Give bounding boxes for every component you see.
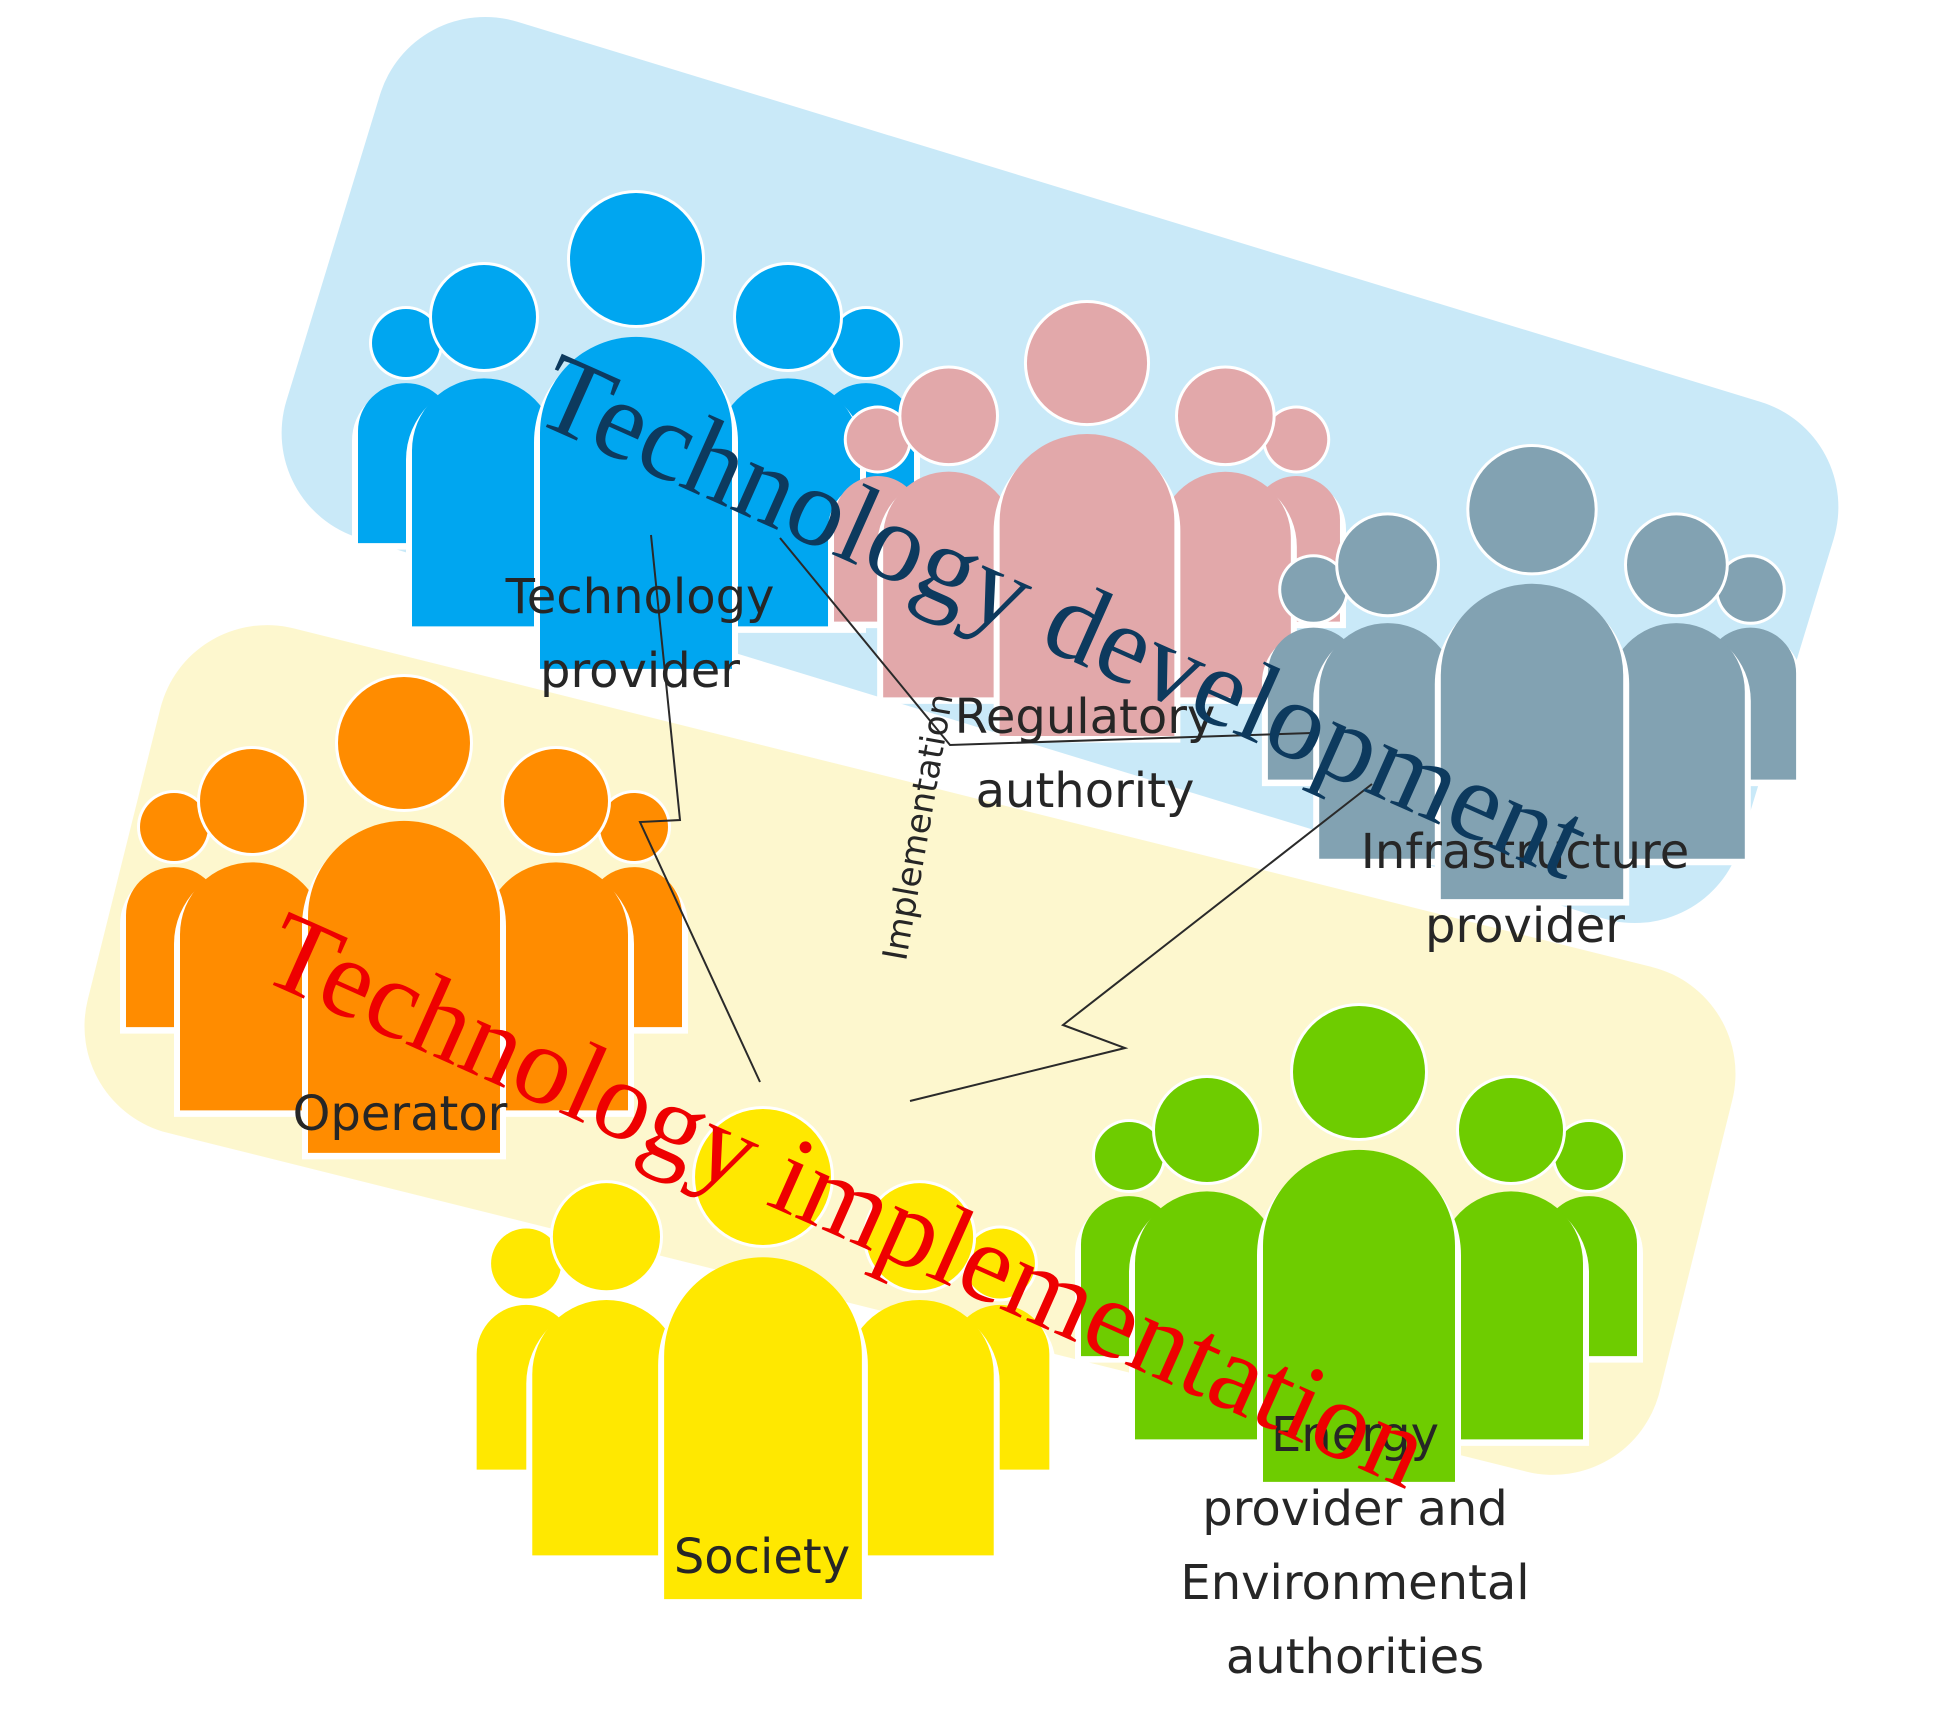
infrastructure-provider-icon: [1261, 444, 1803, 906]
energy-provider-label: Energy provider and Environmental author…: [1135, 1398, 1575, 1694]
regulatory-authority-label-line2: authority: [975, 763, 1195, 819]
energy-provider-label-line2: provider and: [1202, 1481, 1508, 1537]
society-icon: [470, 1106, 1056, 1606]
infrastructure-provider-label: Infrastructure provider: [1315, 815, 1735, 963]
operator-icon: [120, 674, 688, 1160]
society-label-line1: Society: [673, 1529, 851, 1585]
society-label: Society: [582, 1520, 942, 1594]
regulatory-authority-icon: [828, 300, 1346, 743]
energy-provider-label-line3: Environmental: [1180, 1555, 1530, 1611]
infrastructure-provider-label-line1: Infrastructure: [1360, 824, 1690, 880]
operator-label: Operator: [220, 1077, 580, 1151]
operator-label-line1: Operator: [292, 1086, 508, 1142]
technology-provider-label-line2: provider: [540, 643, 740, 699]
energy-provider-label-line4: authorities: [1225, 1629, 1485, 1685]
connector-infrastructure-provider: [909, 783, 1373, 1102]
energy-provider-label-line1: Energy: [1270, 1407, 1440, 1463]
regulatory-authority-label: Regulatory authority: [905, 680, 1265, 828]
regulatory-authority-label-line1: Regulatory: [954, 689, 1216, 745]
connector-technology-provider: [638, 534, 761, 1083]
technology-provider-label-line1: Technology: [505, 569, 775, 625]
technology-provider-label: Technology provider: [460, 560, 820, 708]
connector-regulatory-authority: [779, 537, 1313, 747]
infrastructure-provider-label-line2: provider: [1425, 898, 1625, 954]
energy-provider-icon: [1075, 1003, 1643, 1489]
